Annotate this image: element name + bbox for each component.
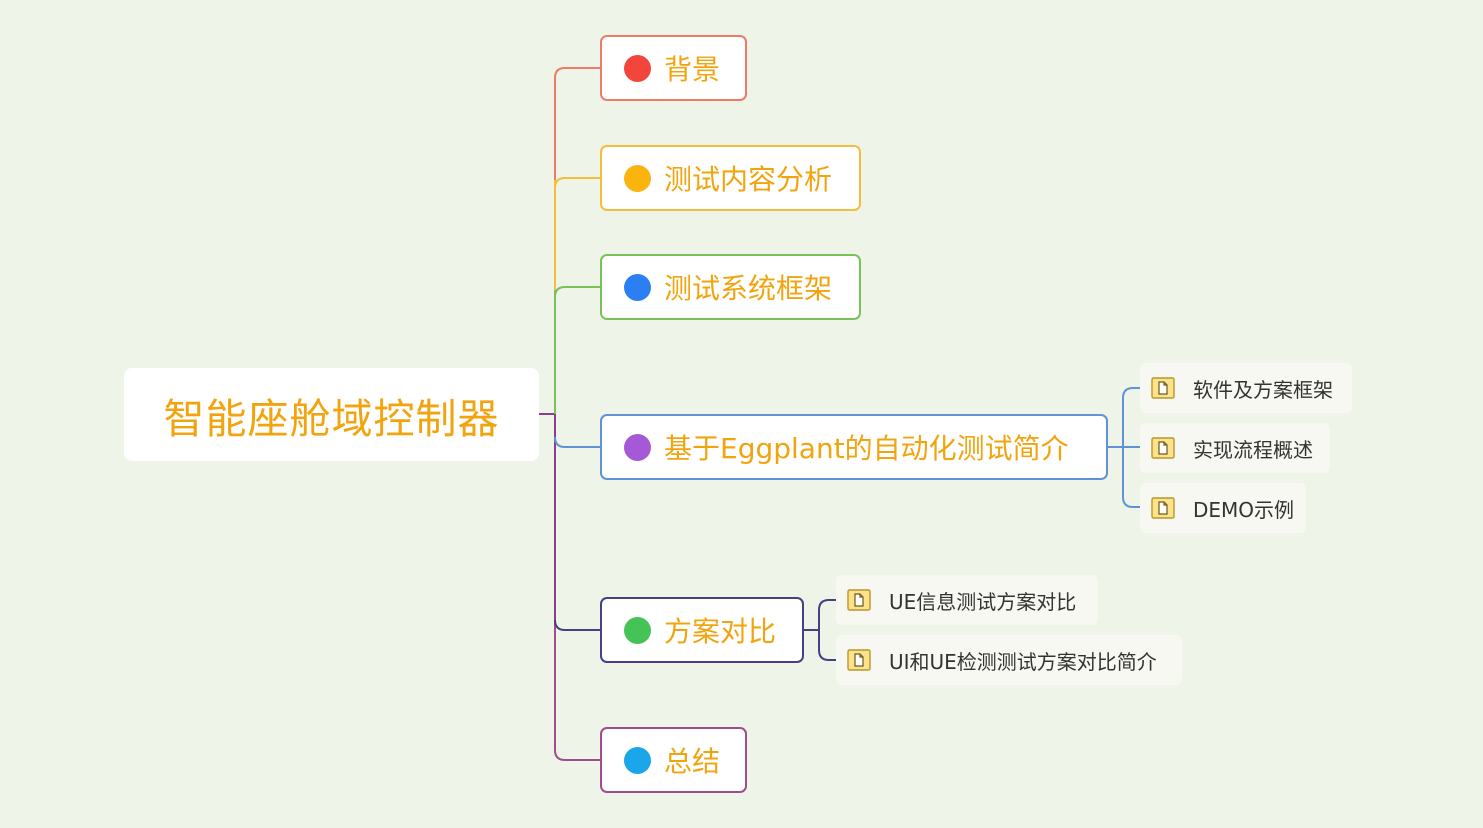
yellow-dot-icon [624,164,651,192]
subtopic-label: DEMO示例 [1193,497,1295,522]
file-folder-icon [1151,377,1175,399]
subtopic-label: 实现流程概述 [1193,437,1313,462]
green-dot-icon [624,616,651,644]
connector-branch-5 [554,619,600,631]
topic-label: 总结 [664,745,721,778]
file-folder-icon [1151,437,1175,459]
topic-label: 测试内容分析 [664,163,833,196]
topic-eggplant-automation[interactable]: 基于Eggplant的自动化测试简介 [600,414,1108,480]
topic-label: 方案对比 [664,615,777,648]
topic-background[interactable]: 背景 [600,35,747,101]
connector-branch-2 [554,177,600,189]
subtopic-label: UI和UE检测测试方案对比简介 [889,649,1157,674]
subtopic-demo-example[interactable]: DEMO示例 [1140,483,1306,533]
connector-trunk-2 [554,67,600,180]
connector-sub-eggplant [1107,387,1140,508]
red-dot-icon [624,54,651,82]
topic-label: 基于Eggplant的自动化测试简介 [664,432,1069,465]
topic-label: 背景 [664,53,721,86]
subtopic-label: UE信息测试方案对比 [889,589,1077,614]
topic-summary[interactable]: 总结 [600,727,747,793]
cyan-dot-icon [624,746,651,774]
root-node[interactable]: 智能座舱域控制器 [124,368,539,461]
purple-dot-icon [624,433,651,461]
topic-solution-comparison[interactable]: 方案对比 [600,597,804,663]
connector-branch-3 [554,286,600,298]
subtopic-ue-info-comparison[interactable]: UE信息测试方案对比 [836,575,1098,625]
topic-test-system-framework[interactable]: 测试系统框架 [600,254,861,320]
subtopic-ui-ue-comparison[interactable]: UI和UE检测测试方案对比简介 [836,635,1182,685]
connector-branch-4 [554,436,600,448]
topic-label: 测试系统框架 [664,272,833,305]
subtopic-label: 软件及方案框架 [1193,377,1333,402]
blue-dot-icon [624,273,651,301]
subtopic-software-framework[interactable]: 软件及方案框架 [1140,363,1352,413]
file-folder-icon [847,649,871,671]
file-folder-icon [1151,497,1175,519]
connector-sub-compare [803,599,836,661]
root-label: 智能座舱域控制器 [163,394,500,443]
subtopic-implementation-overview[interactable]: 实现流程概述 [1140,423,1330,473]
connector-trunk-5 [554,620,600,761]
topic-test-content-analysis[interactable]: 测试内容分析 [600,145,861,211]
file-folder-icon [847,589,871,611]
